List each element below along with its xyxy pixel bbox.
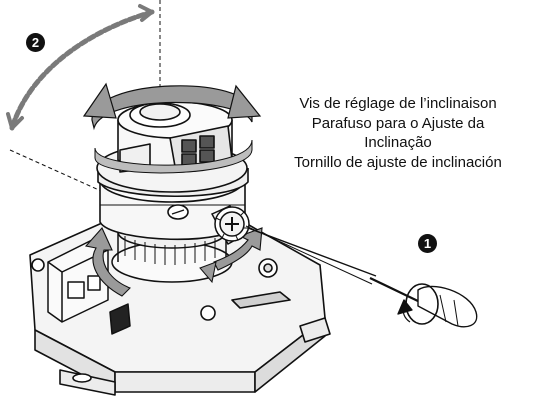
pan-rotation-arrows bbox=[84, 227, 263, 297]
step-1-marker: 1 bbox=[418, 234, 437, 253]
tilt-screw-callout: Vis de réglage de l’inclinaison Parafuso… bbox=[262, 94, 534, 172]
tilt-screw-icon bbox=[210, 205, 250, 246]
callout-line-es: Tornillo de ajuste de inclinación bbox=[294, 153, 502, 171]
callout-line-pt-1: Parafuso para o Ajuste da bbox=[311, 114, 485, 132]
screwdriver-icon bbox=[369, 277, 478, 328]
rotation-arrow-icon bbox=[82, 82, 262, 174]
step-2-marker: 2 bbox=[26, 33, 45, 52]
tilt-arc-arrow bbox=[6, 4, 155, 131]
screwdriver-guide-line bbox=[245, 225, 373, 285]
callout-line-pt-2: Inclinação bbox=[364, 134, 432, 151]
callout-pointer-line bbox=[247, 227, 377, 277]
callout-line-fr: Vis de réglage de l’inclinaison bbox=[299, 95, 497, 112]
